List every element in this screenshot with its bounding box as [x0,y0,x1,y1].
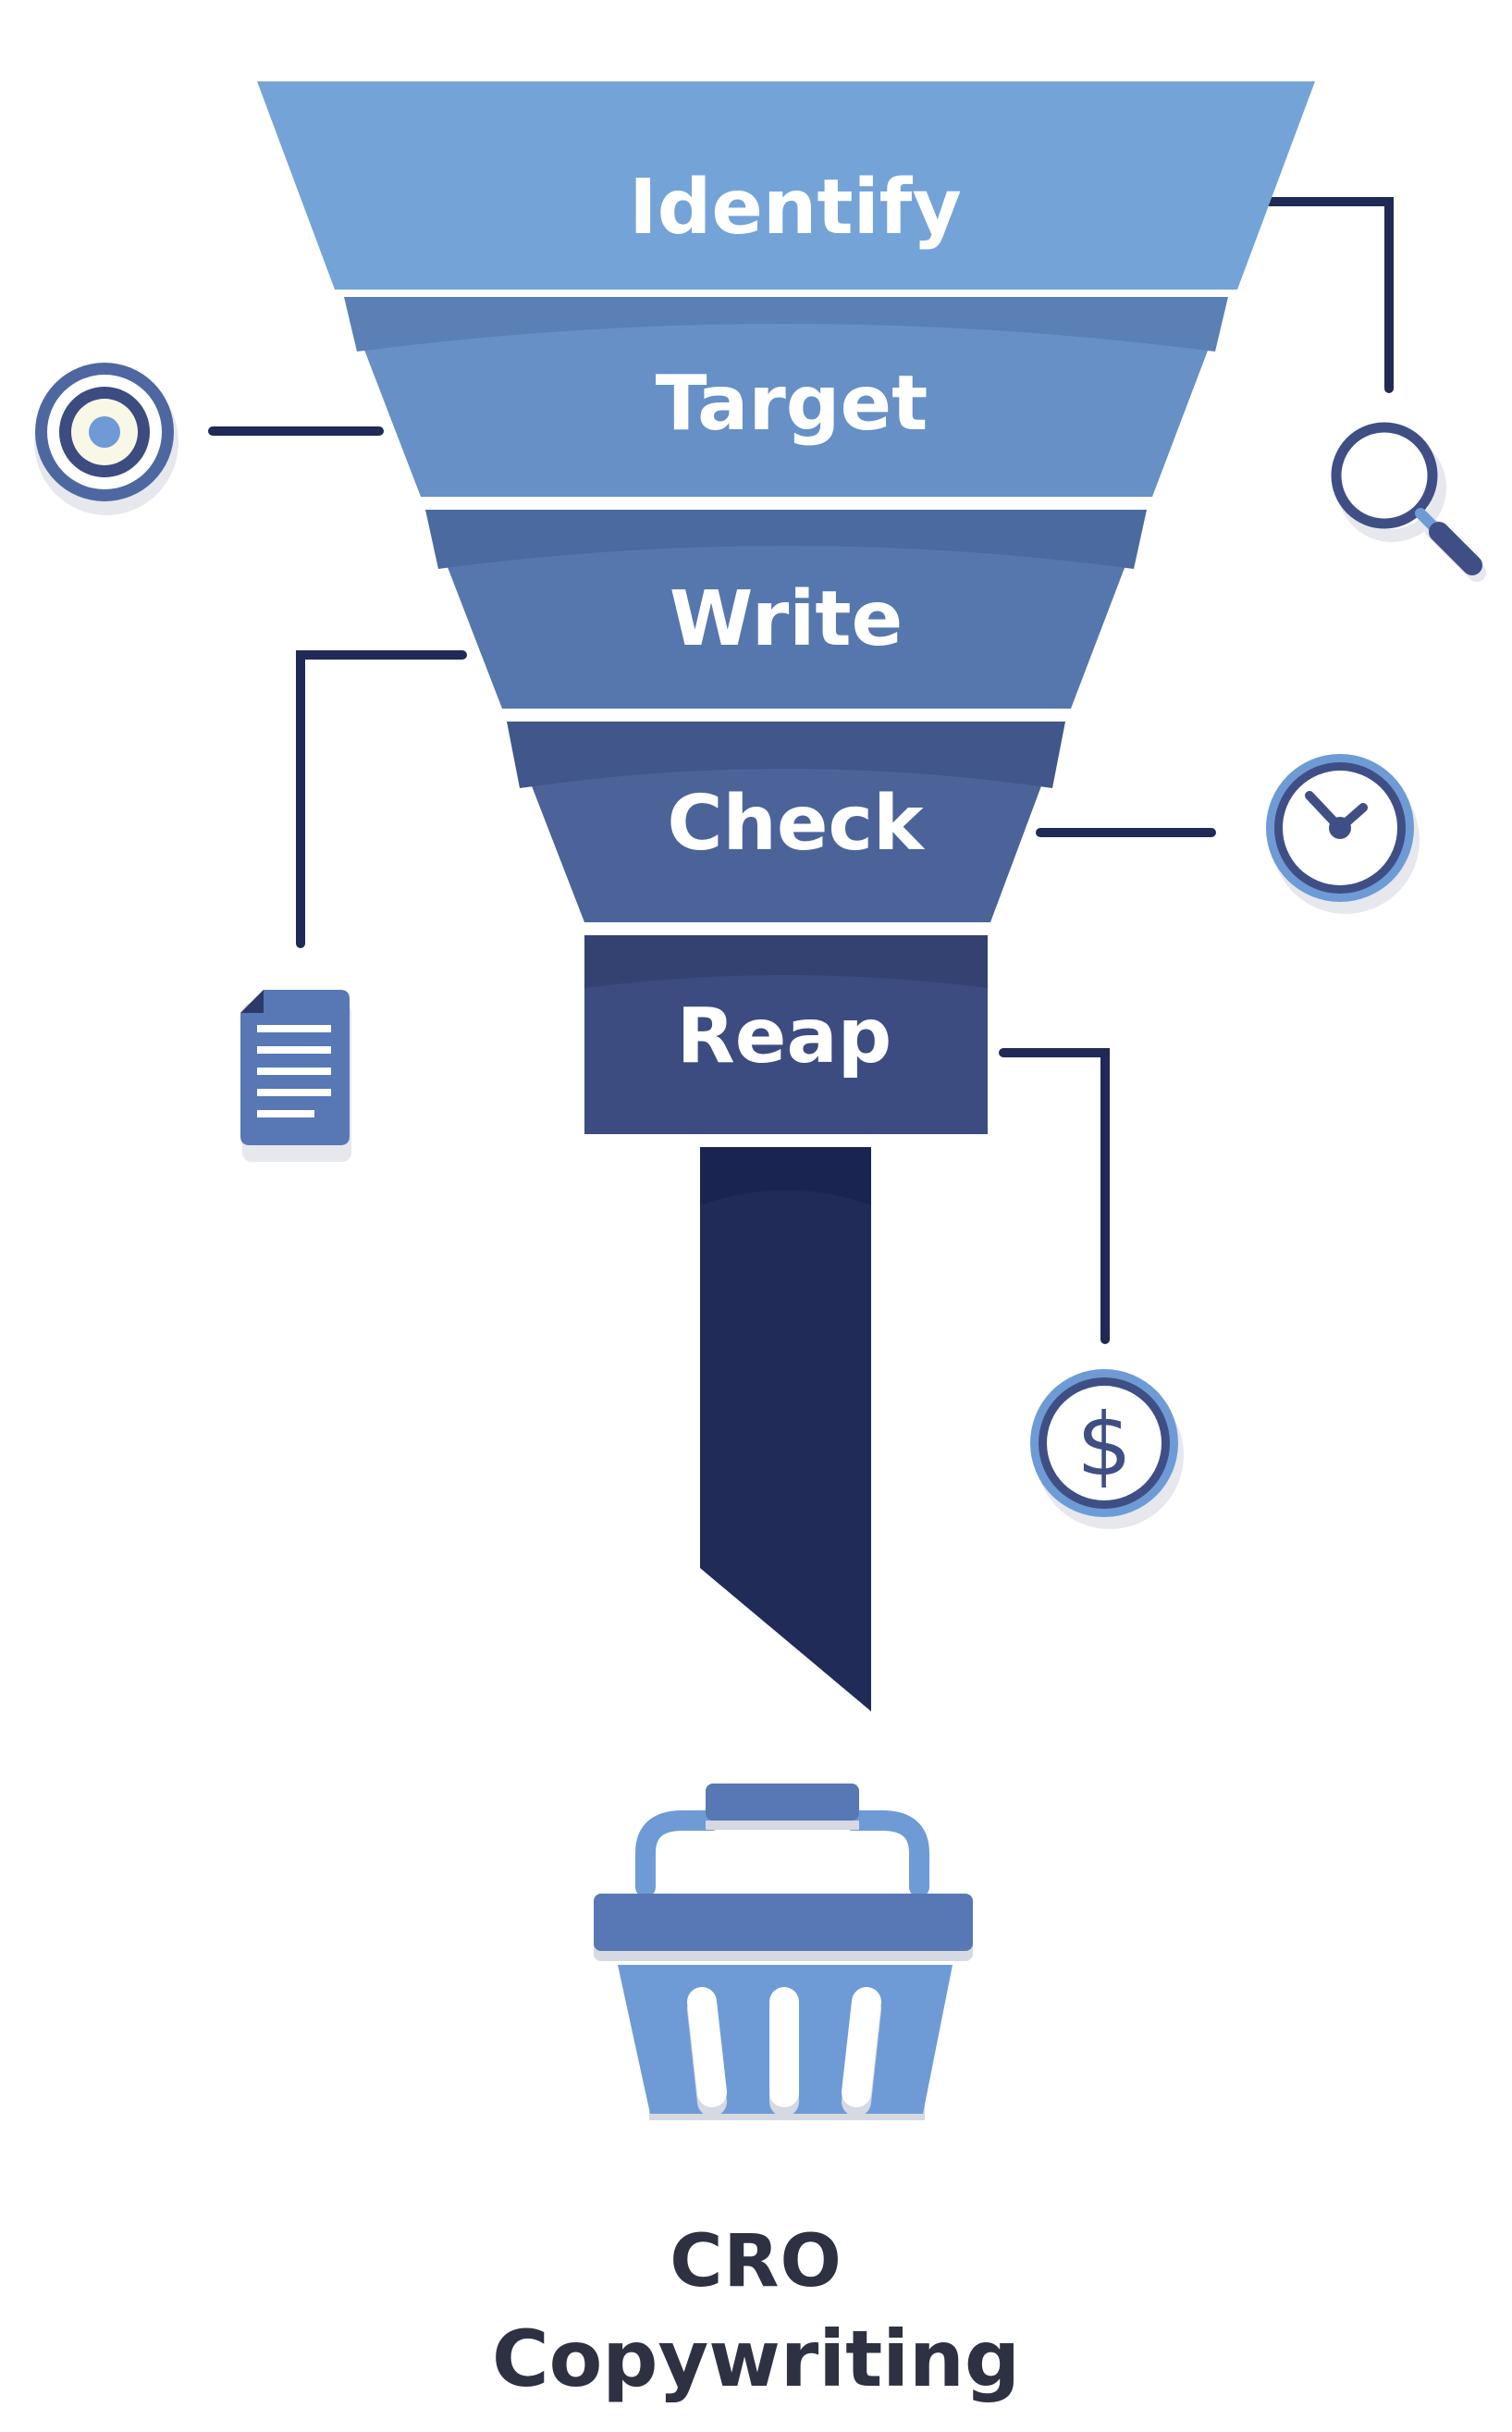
connector-lines [208,197,1394,1344]
magnifier-icon [1331,422,1486,582]
stage-label-target: Target [656,360,928,448]
funnel-stage-reap: Reap [584,935,988,1134]
funnel-stage-check: Check [507,722,1065,922]
clock-icon [1266,754,1420,914]
funnel-stage-target: Target [344,297,1228,497]
document-icon [240,990,351,1162]
connector-reap [999,1048,1110,1344]
connector-identify [1264,197,1394,393]
target-icon [34,363,178,515]
stage-label-reap: Reap [677,993,892,1080]
stage-label-write: Write [670,575,903,663]
shopping-basket-icon [594,1784,973,2120]
caption-line-copywriting: Copywriting [492,2314,1020,2404]
funnel-stage-write: Write [425,510,1147,709]
stage-label-identify: Identify [629,164,962,252]
caption: CRO Copywriting [0,2216,1512,2410]
connector-write [296,650,467,948]
dollar-coin-icon: $ [1030,1369,1184,1529]
caption-line-cro: CRO [670,2220,842,2303]
dollar-symbol: $ [1076,1395,1132,1496]
funnel-stage-identify: Identify [257,81,1315,290]
funnel: Identify Target Write Check Reap [257,81,1315,1711]
funnel-spout [700,1147,871,1711]
stage-label-check: Check [667,780,926,868]
